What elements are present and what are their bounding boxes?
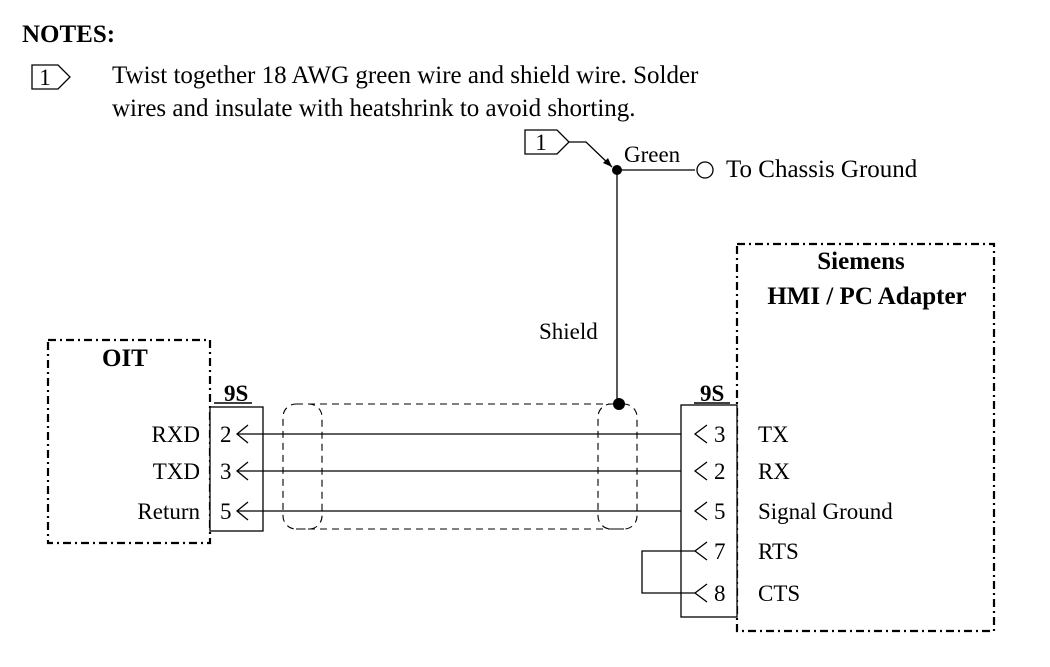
note-1: 1 Twist together 18 AWG green wire and s… <box>31 62 699 122</box>
siemens-signal-cts: CTS <box>758 581 800 606</box>
siemens-pin-5: 5 <box>714 499 726 524</box>
oit-connector-label: 9S <box>224 381 248 406</box>
siemens-socket-icon <box>693 501 708 521</box>
oit-device: OIT 9S RXD TXD Return 2 3 5 <box>46 338 264 545</box>
siemens-pin-7: 7 <box>714 539 726 564</box>
arrowhead-icon <box>603 158 612 167</box>
siemens-socket-icon <box>693 424 708 444</box>
chassis-ground-terminal-icon <box>696 161 714 179</box>
siemens-boundary <box>735 242 996 633</box>
oit-title: OIT <box>102 345 148 372</box>
siemens-pin-2: 2 <box>714 459 726 484</box>
oit-signal-rxd: RXD <box>151 422 200 447</box>
shield-end-right <box>597 403 638 530</box>
cable <box>237 403 707 530</box>
shield-end-left <box>282 403 323 530</box>
shield-junction-dot-icon <box>613 398 625 410</box>
siemens-signal-rx: RX <box>758 459 790 484</box>
note-flag-icon <box>31 64 71 90</box>
siemens-signal-rts: RTS <box>758 539 799 564</box>
siemens-connector-body <box>680 404 738 618</box>
callout-leader <box>569 141 613 168</box>
siemens-socket-icon <box>693 461 708 481</box>
siemens-signal-tx: TX <box>758 422 789 447</box>
siemens-title-line2: HMI / PC Adapter <box>767 283 966 310</box>
siemens-pin-8: 8 <box>714 581 726 606</box>
siemens-pin-3: 3 <box>714 422 726 447</box>
siemens-device: Siemens HMI / PC Adapter 9S 3 2 5 7 8 TX… <box>641 242 996 633</box>
chassis-ground-label: To Chassis Ground <box>726 156 918 183</box>
note-number: 1 <box>39 65 51 90</box>
notes-heading: NOTES: <box>22 21 115 48</box>
siemens-connector-label: 9S <box>700 381 724 406</box>
oit-pin-2: 2 <box>220 422 232 447</box>
green-wire-label: Green <box>624 142 681 167</box>
rts-cts-jumper <box>641 550 695 594</box>
oit-connector-body <box>209 406 264 532</box>
oit-signal-return: Return <box>137 499 200 524</box>
oit-pin-5: 5 <box>220 499 232 524</box>
ground-callout: 1 Green To Chassis Ground Shield <box>524 129 918 410</box>
oit-pin-3: 3 <box>220 459 232 484</box>
shield-label: Shield <box>539 319 598 344</box>
note-text-line2: wires and insulate with heatshrink to av… <box>112 95 636 122</box>
callout-number: 1 <box>535 130 547 155</box>
oit-boundary <box>46 338 212 545</box>
note-text-line1: Twist together 18 AWG green wire and shi… <box>112 62 699 89</box>
callout-flag-icon <box>524 129 570 155</box>
oit-signal-txd: TXD <box>153 459 200 484</box>
siemens-signal-ground: Signal Ground <box>758 499 893 524</box>
siemens-title-line1: Siemens <box>817 248 905 275</box>
